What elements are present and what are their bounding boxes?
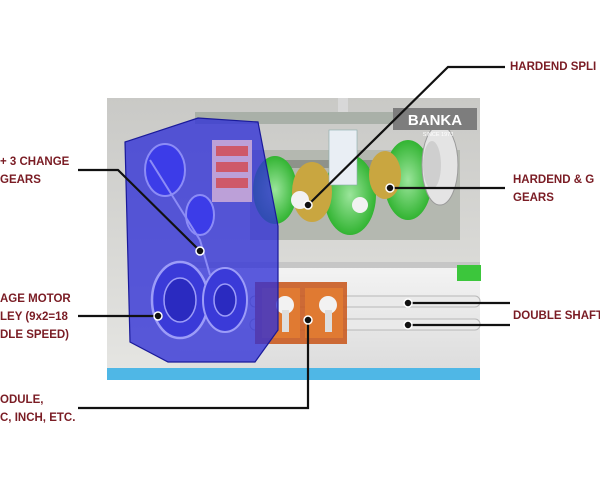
label-hardend-spline: HARDEND SPLI bbox=[510, 58, 596, 76]
label-module-line2: C, INCH, ETC. bbox=[0, 412, 76, 424]
callout-line-hardend-spline bbox=[307, 65, 505, 206]
label-change-gears: + 3 CHANGE GEARS bbox=[0, 153, 69, 189]
callout-line-module bbox=[78, 320, 310, 410]
label-motor-pulley-line1: AGE MOTOR bbox=[0, 293, 71, 305]
label-module: ODULE, C, INCH, ETC. bbox=[0, 391, 75, 427]
label-hardend-gears: HARDEND & G GEARS bbox=[513, 171, 594, 207]
callout-line-change-gears bbox=[78, 168, 201, 252]
machine-render: BANKA SINCE 1973 bbox=[107, 98, 481, 380]
label-hardend-gears-line1: HARDEND & G bbox=[513, 174, 595, 186]
banka-logo: BANKA SINCE 1973 bbox=[393, 108, 477, 138]
label-module-line1: ODULE, bbox=[0, 394, 44, 406]
logo-tagline: SINCE 1973 bbox=[423, 132, 454, 138]
label-motor-pulley-line2: LEY (9x2=18 bbox=[0, 311, 68, 323]
callout-lines bbox=[78, 65, 510, 410]
label-change-gears-line2: GEARS bbox=[0, 174, 41, 186]
label-double-shaft: DOUBLE SHAFT bbox=[513, 307, 600, 325]
label-motor-pulley: AGE MOTOR LEY (9x2=18 DLE SPEED) bbox=[0, 290, 71, 344]
callout-dots bbox=[153, 183, 413, 330]
label-change-gears-line1: + 3 CHANGE bbox=[0, 156, 70, 168]
pulley-housing bbox=[124, 117, 279, 363]
logo-text: BANKA bbox=[408, 112, 462, 129]
label-double-shaft-line1: DOUBLE SHAFT bbox=[513, 310, 600, 322]
label-hardend-spline-line1: HARDEND SPLI bbox=[510, 61, 597, 73]
base-stripe bbox=[107, 368, 480, 380]
label-hardend-gears-line2: GEARS bbox=[513, 192, 554, 204]
label-motor-pulley-line3: DLE SPEED) bbox=[0, 329, 70, 341]
